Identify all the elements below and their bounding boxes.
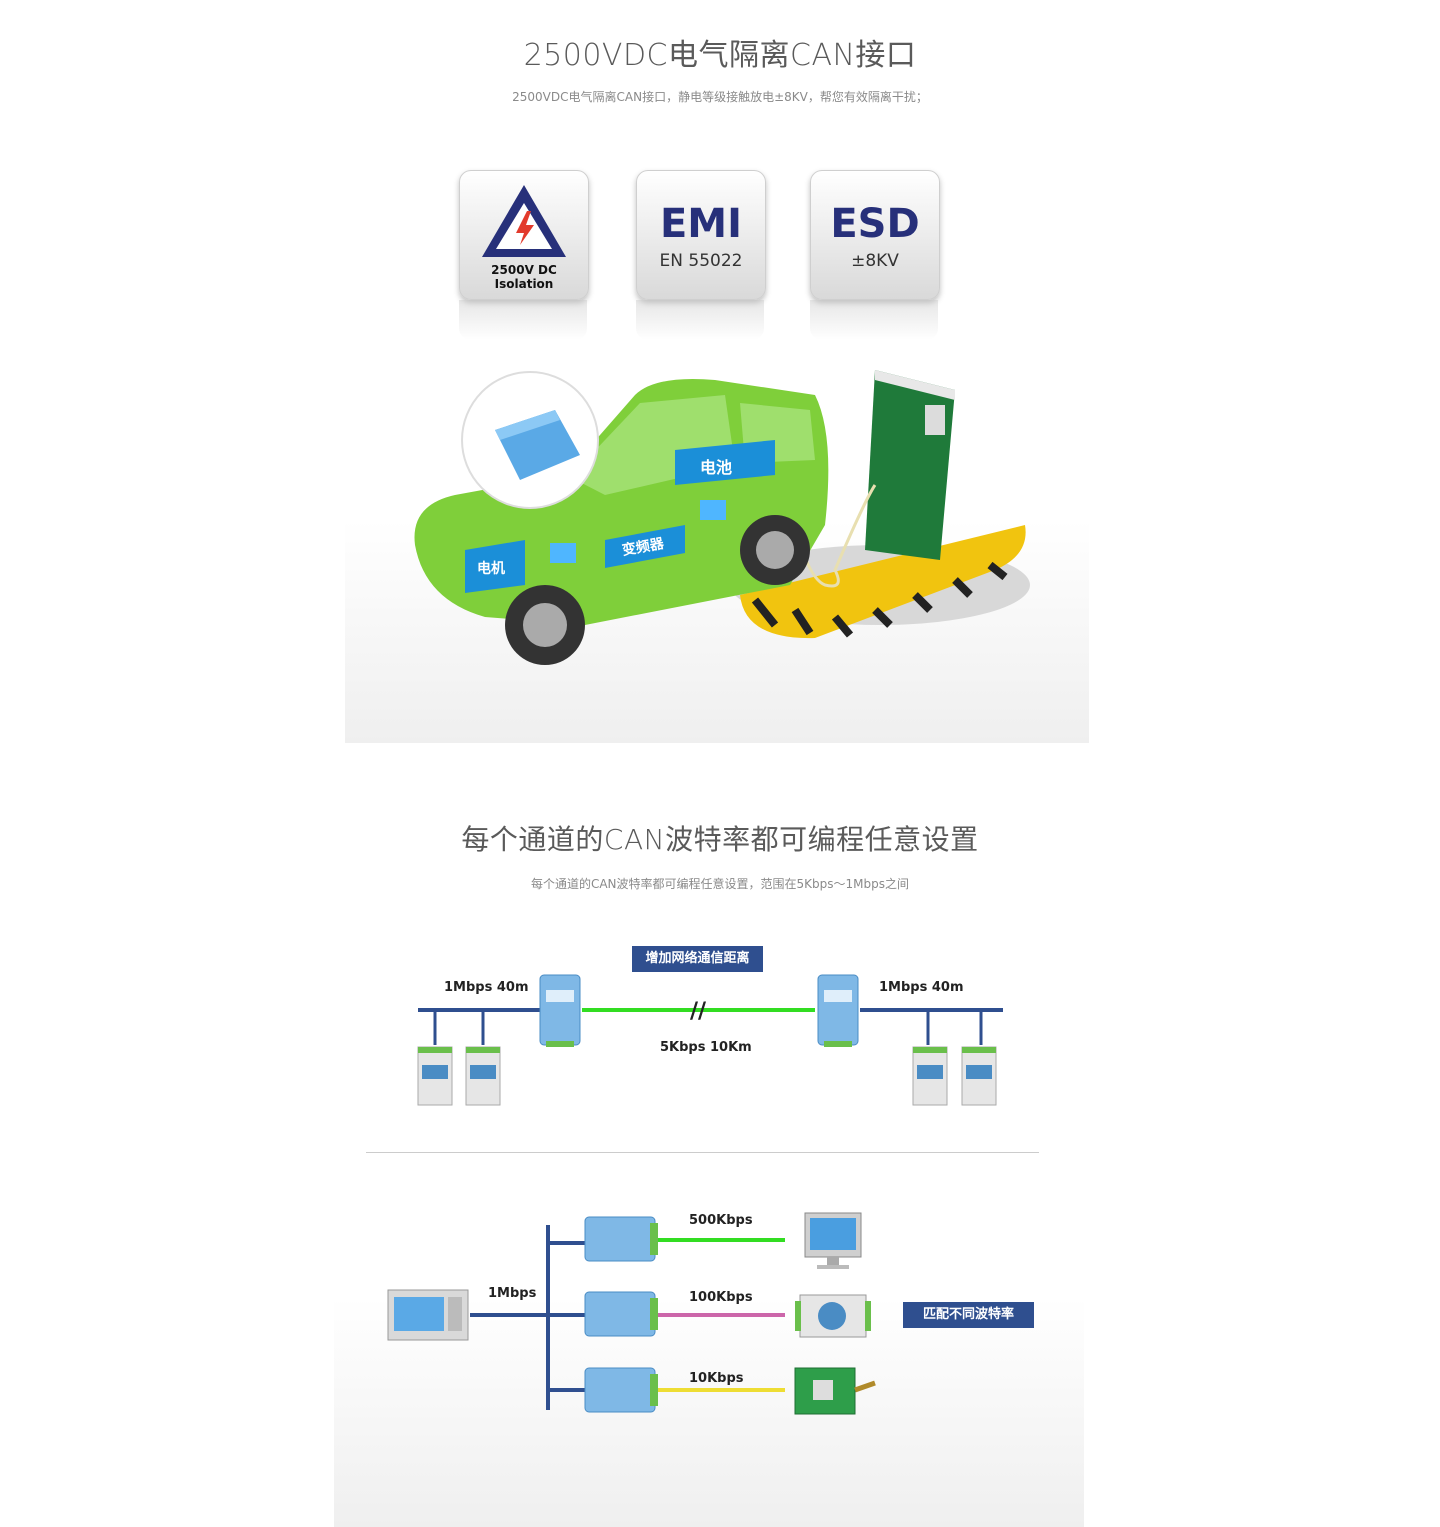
can-node-device <box>912 1046 948 1106</box>
can-node-device <box>417 1046 453 1106</box>
charging-pile <box>865 370 955 560</box>
monitor-device <box>804 1212 862 1269</box>
can-bridge-100k <box>584 1291 658 1337</box>
ev-charging-illustration: 电池 变频器 电机 <box>414 370 1030 665</box>
branch-rate-500k: 500Kbps <box>689 1213 753 1228</box>
baud-rate-diagram <box>387 1212 876 1415</box>
platform-stripe <box>740 525 1026 639</box>
baud-match-tag: 匹配不同波特率 <box>903 1302 1034 1328</box>
emi-badge-standard: EN 55022 <box>659 251 743 271</box>
diagram-divider <box>366 1152 1039 1153</box>
long-link-rate: 5Kbps 10Km <box>660 1040 752 1055</box>
can-bridge-right <box>817 974 859 1047</box>
esd-badge-title: ESD <box>830 201 920 247</box>
can-bridge-10k <box>584 1367 658 1413</box>
can-module <box>700 500 726 520</box>
motor-block <box>465 540 525 593</box>
baud-rate-section <box>334 762 1084 1527</box>
motor-label: 电机 <box>477 560 505 577</box>
distance-diagram: // <box>417 974 1003 1106</box>
can-bridge-500k <box>584 1216 658 1262</box>
distance-tag: 增加网络通信距离 <box>632 946 763 972</box>
high-voltage-icon <box>482 185 566 257</box>
trunk-rate: 1Mbps <box>488 1286 537 1301</box>
battery-label: 电池 <box>700 458 732 477</box>
section1-subtitle: 2500VDC电气隔离CAN接口，静电等级接触放电±8KV，帮您有效隔离干扰； <box>512 90 928 104</box>
can-bridge-left <box>539 974 581 1047</box>
inverter-block <box>605 525 685 568</box>
section1-title: 2500VDC电气隔离CAN接口 <box>523 38 917 73</box>
section2-title: 每个通道的CAN波特率都可编程任意设置 <box>461 823 979 856</box>
badge-reflection <box>810 300 938 340</box>
battery-block <box>675 440 775 485</box>
can-node-device <box>795 1294 871 1338</box>
branch-rate-100k: 100Kbps <box>689 1290 753 1305</box>
emi-badge: EMI EN 55022 <box>636 170 766 300</box>
wireless-module-device <box>794 1367 876 1415</box>
esd-badge-level: ±8KV <box>851 251 899 271</box>
left-bus-rate: 1Mbps 40m <box>444 980 529 995</box>
right-bus-rate: 1Mbps 40m <box>879 980 964 995</box>
badge-reflection <box>459 300 587 340</box>
isolation-badge: 2500V DC Isolation <box>459 170 589 300</box>
badge-reflection <box>636 300 764 340</box>
section2-subtitle: 每个通道的CAN波特率都可编程任意设置，范围在5Kbps～1Mbps之间 <box>530 877 910 891</box>
break-mark: // <box>690 999 707 1024</box>
can-node-device <box>465 1046 501 1106</box>
emi-badge-title: EMI <box>659 201 742 247</box>
esd-badge: ESD ±8KV <box>810 170 940 300</box>
can-module <box>550 543 576 563</box>
branch-rate-10k: 10Kbps <box>689 1371 744 1386</box>
isolation-section <box>345 0 1089 743</box>
can-node-device <box>961 1046 997 1106</box>
isolation-badge-label: 2500V DC Isolation <box>491 263 557 291</box>
hmi-panel-device <box>387 1289 469 1341</box>
